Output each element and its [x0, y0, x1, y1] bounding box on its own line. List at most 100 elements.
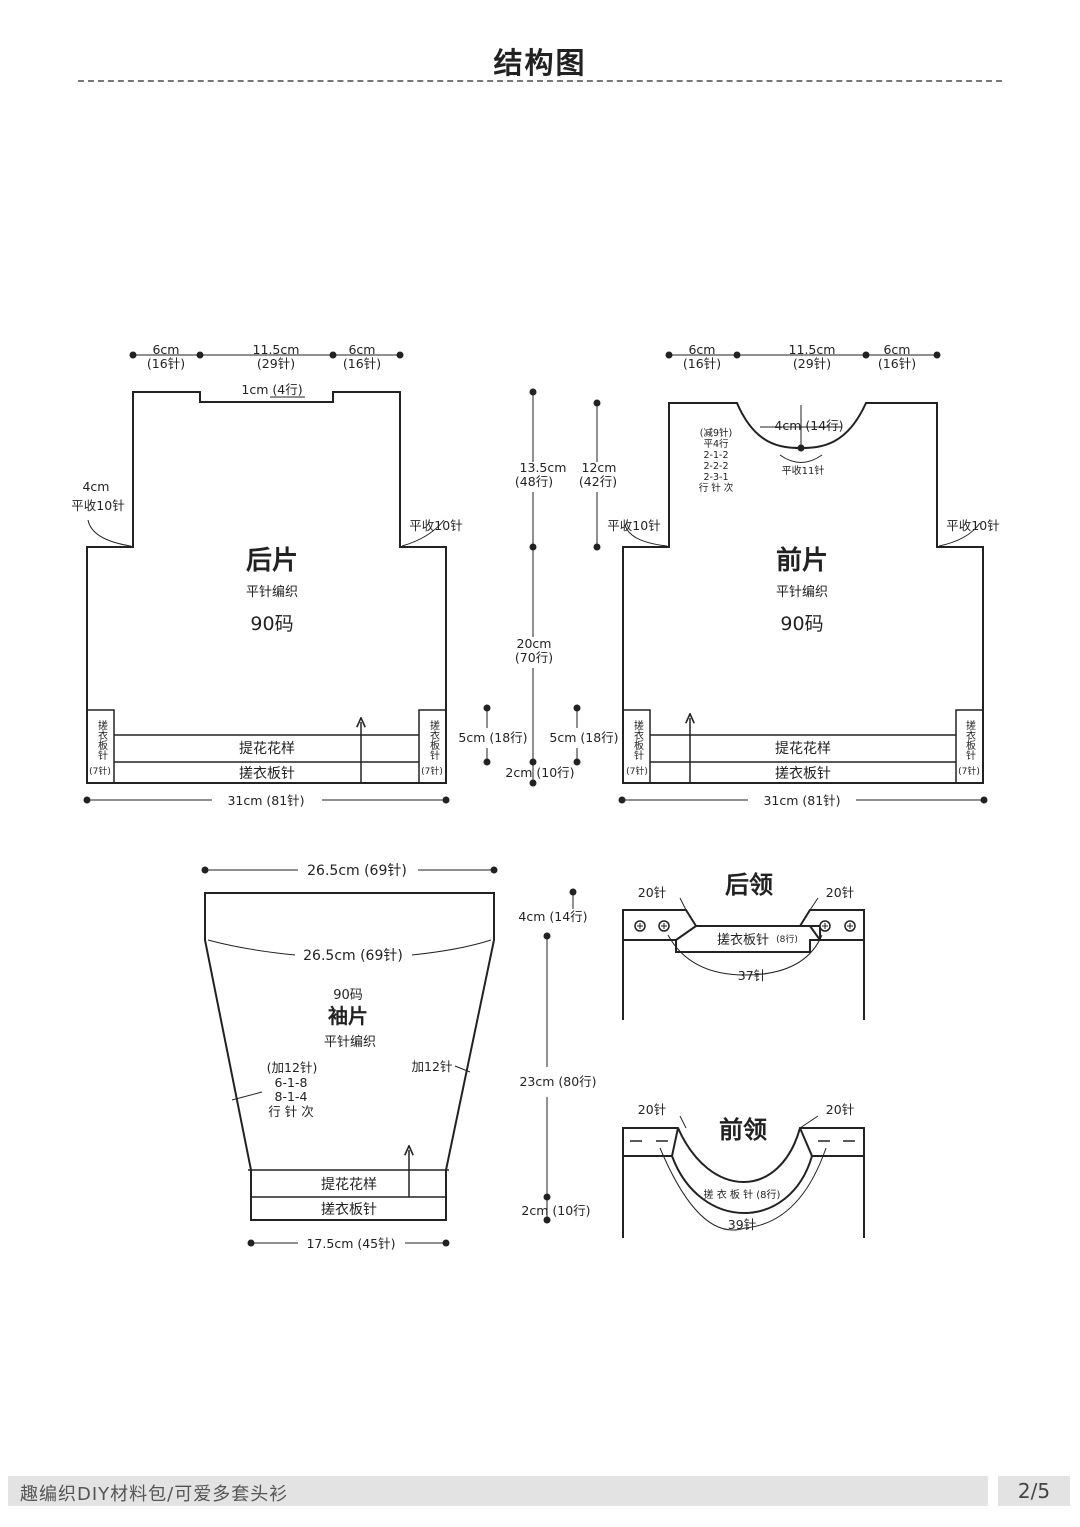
- sleeve-increase-note: (加12针) 6-1-8 8-1-4 行 针 次: [267, 1060, 318, 1119]
- sleeve-top-width: 26.5cm (69针): [307, 863, 407, 879]
- front-rib-label: 搓衣板针: [775, 766, 831, 782]
- back-right-band-label: 搓衣板针: [428, 719, 440, 761]
- back-right-band-st: (7针): [421, 765, 443, 777]
- front-top-right-st: (16针): [878, 356, 916, 371]
- sleeve-increase-line: 6-1-8: [275, 1075, 308, 1090]
- button-icon: [634, 920, 646, 932]
- sleeve-size: 90码: [333, 988, 363, 1003]
- front-collar-right-st: 20针: [826, 1102, 854, 1117]
- back-collar-outline: [622, 909, 865, 1020]
- back-collar: [622, 897, 865, 1020]
- back-collar-right-st: 20针: [826, 885, 854, 900]
- footer-bar: [8, 1476, 988, 1506]
- sleeve-increase-line: (加12针): [267, 1060, 318, 1075]
- front-stitch: 平针编织: [776, 585, 828, 600]
- page-number: 2/5: [1017, 1479, 1051, 1503]
- front-neck-note-line: 平4行: [703, 438, 729, 450]
- back-top-mid-cm: 11.5cm: [253, 342, 300, 357]
- sleeve-cap: 4cm (14行): [518, 909, 587, 924]
- back-top-left-st: (16针): [147, 356, 185, 371]
- front-top-mid-st: (29针): [793, 356, 831, 371]
- body-length-cm: 20cm: [517, 636, 552, 651]
- back-collar-pickup: 37针: [738, 968, 766, 983]
- back-top-mid-st: (29针): [257, 356, 295, 371]
- sleeve-stitch: 平针编织: [324, 1035, 376, 1050]
- sleeve-pattern-label: 提花花样: [321, 1177, 377, 1193]
- front-neck-bindoff: 平收11针: [782, 464, 825, 477]
- front-left-band-label: 搓衣板针: [632, 719, 644, 761]
- front-right-band-label: 搓衣板针: [964, 719, 976, 761]
- back-top-left-cm: 6cm: [152, 342, 179, 357]
- front-neck-note: (减9针) 平4行 2-1-2 2-2-2 2-3-1 行 针 次: [699, 427, 734, 494]
- front-width: 31cm (81针): [763, 793, 840, 808]
- front-neck-note-line: 2-3-1: [704, 472, 729, 483]
- front-bindoff-right: 平收10针: [946, 518, 999, 533]
- back-size: 90码: [250, 613, 293, 635]
- front-bindoff-left: 平收10针: [607, 518, 660, 533]
- sleeve-bottom-width: 17.5cm (45针): [306, 1236, 395, 1251]
- back-pattern-label: 提花花样: [239, 741, 295, 757]
- front-neck-note-line: 行 针 次: [699, 482, 734, 494]
- front-collar-left-st: 20针: [638, 1102, 666, 1117]
- front-left-band: [622, 709, 651, 784]
- back-piece-outline: [86, 391, 447, 784]
- front-collar: [622, 1115, 865, 1238]
- dimension-dots: [83, 351, 988, 1247]
- back-left-band: [86, 709, 115, 784]
- body-measures: [486, 392, 598, 783]
- sleeve-outline: [204, 892, 495, 1221]
- front-piece-title: 前片: [776, 545, 828, 576]
- sleeve-rib-height: 2cm (10行): [521, 1203, 590, 1218]
- back-piece: [86, 354, 447, 801]
- back-rib-label: 搓衣板针: [239, 766, 295, 782]
- front-size: 90码: [780, 613, 823, 635]
- sleeve-increase-line: 行 针 次: [268, 1104, 313, 1119]
- sleeve-increase-right: 加12针: [412, 1059, 453, 1074]
- sleeve-piece: [204, 869, 574, 1244]
- page-title: 结构图: [493, 46, 587, 80]
- back-neck-depth: 1cm (4行): [241, 382, 302, 397]
- button-icon: [844, 920, 856, 932]
- front-left-band-st: (7针): [626, 765, 648, 777]
- sleeve-rib-label: 搓衣板针: [321, 1202, 377, 1218]
- front-neck-note-line: 2-1-2: [704, 450, 729, 461]
- button-icons: [634, 920, 856, 932]
- front-neck-note-line: 2-2-2: [704, 461, 729, 472]
- armhole-back-rows: (48行): [515, 474, 553, 489]
- front-neck-note-line: (减9针): [700, 427, 732, 439]
- front-right-band: [955, 709, 984, 784]
- back-top-right-cm: 6cm: [348, 342, 375, 357]
- back-top-right-st: (16针): [343, 356, 381, 371]
- armhole-front-cm: 12cm: [582, 460, 617, 475]
- sleeve-increase-line: 8-1-4: [275, 1089, 308, 1104]
- back-bindoff-left: 平收10针: [71, 498, 124, 513]
- back-left-band-label: 搓衣板针: [96, 719, 108, 761]
- back-armhole-cm: 4cm: [82, 479, 109, 494]
- rib-height: 2cm (10行): [505, 765, 574, 780]
- front-neck-depth: 4cm (14行): [774, 418, 843, 433]
- front-collar-pickup: 39针: [728, 1217, 756, 1232]
- footer-text: 趣编织DIY材料包/可爱多套头衫: [20, 1484, 289, 1505]
- front-top-left-cm: 6cm: [688, 342, 715, 357]
- armhole-front-rows: (42行): [579, 474, 617, 489]
- sleeve-title: 袖片: [328, 1004, 368, 1028]
- front-top-right-cm: 6cm: [883, 342, 910, 357]
- button-icon: [658, 920, 670, 932]
- armhole-back-cm: 13.5cm: [520, 460, 567, 475]
- back-width: 31cm (81针): [227, 793, 304, 808]
- button-icon: [819, 920, 831, 932]
- sleeve-inner-width: 26.5cm (69针): [303, 948, 403, 964]
- front-right-band-st: (7针): [958, 765, 980, 777]
- front-top-mid-cm: 11.5cm: [789, 342, 836, 357]
- pattern-height-left: 5cm (18行): [458, 730, 527, 745]
- front-top-left-st: (16针): [683, 356, 721, 371]
- body-length-rows: (70行): [515, 650, 553, 665]
- page-number-box: [998, 1476, 1070, 1506]
- pattern-height-right: 5cm (18行): [549, 730, 618, 745]
- sleeve-length: 23cm (80行): [519, 1074, 596, 1089]
- back-collar-title: 后领: [725, 871, 773, 899]
- front-pattern-label: 提花花样: [775, 741, 831, 757]
- back-collar-band-rows: (8行): [776, 933, 798, 945]
- title-divider: [78, 80, 1002, 82]
